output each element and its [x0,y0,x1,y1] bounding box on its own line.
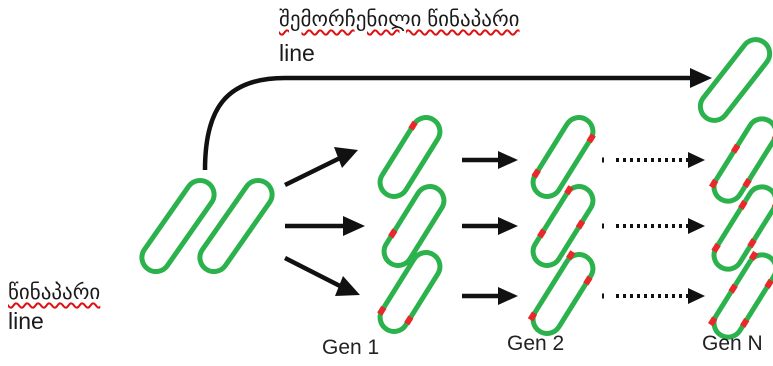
gen2-cell-row3 [527,250,596,336]
mutation-mark [740,317,750,328]
mutation-mark [388,228,398,239]
mutation-mark [711,242,721,253]
preserved-ancestor-geo-label: შემორჩენილი წინაპარი [279,8,520,31]
genN-cell-row3 [707,250,773,340]
mutation-mark [575,219,586,230]
mutation-mark [738,199,748,210]
mutation-mark [747,238,757,249]
ancestor-line-label: line [8,308,44,334]
gen1-cell-row3 [377,250,443,334]
dotted-arrow-row2 [602,218,705,234]
branch-arrowhead-top [334,147,358,168]
gen1-cell-row2 [381,184,447,268]
mutation-mark [707,316,718,327]
mutation-mark [728,283,738,294]
dotted-arrow-row3 [602,288,705,304]
mutation-mark [566,250,576,261]
preserved-line-arrow [202,75,695,171]
preserved-ancestor-line-label: line [279,40,315,66]
preserved-line-arrowhead [690,68,712,88]
branch-arrow-top [284,155,341,188]
gen1-to-gen2-arrowhead-row2 [498,217,518,235]
mutation-mark [748,250,759,261]
gen2-cell-row1 [530,115,596,199]
mutation-mark [377,305,387,316]
mutation-mark [586,133,596,144]
mutation-mark [527,311,538,322]
genN-cell-row1 [708,116,773,204]
branch-arrowhead-mid [343,216,365,236]
generation-label-2: Gen 2 [507,332,565,355]
mutation-mark [730,143,741,154]
gen1-to-gen2-arrowhead-row1 [498,151,518,169]
gen2-cell-row2 [530,184,596,268]
ancestor-geo-label: წინაპარი [8,281,101,304]
branch-arrow-bottom [283,255,342,289]
branch-arrowhead-bottom [335,276,360,296]
mutation-mark [564,185,574,196]
dotted-arrow-row1 [602,152,705,168]
generation-label-1: Gen 1 [322,336,380,359]
mutation-mark [764,278,773,289]
mutation-mark [531,168,541,179]
preserved-ancestor-cell [697,37,773,123]
mutation-mark [537,228,547,239]
ancestor-cell-1 [139,177,217,275]
gen1-to-gen2-arrowhead-row3 [498,287,518,305]
mutation-mark [408,120,418,131]
ancestor-cell-2 [197,177,275,275]
mutation-mark [742,178,752,189]
mutation-mark [404,315,414,326]
genN-cell-row2 [711,184,773,272]
mutation-mark [708,178,719,189]
mutation-mark [583,275,593,286]
gen1-cell-row1 [377,115,443,199]
generation-label-n: Gen N [702,332,763,355]
